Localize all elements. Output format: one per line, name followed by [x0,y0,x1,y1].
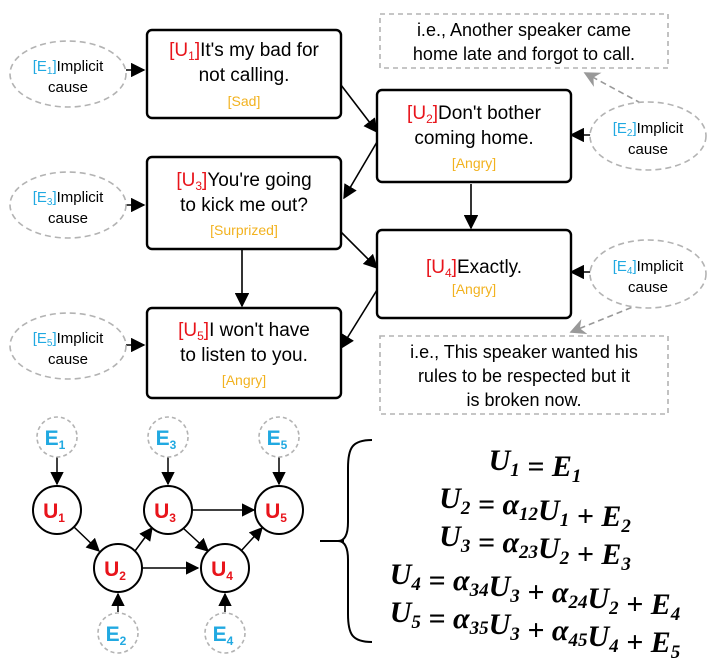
causal-graph: E1 E3 E5 E2 E4 U1 U2 U3 [32,416,304,654]
cause-label-line2: cause [48,351,88,368]
graph-node-u3: U3 [143,485,193,535]
edge-u1-u2 [340,84,378,134]
note-line: rules to be respected but it [418,366,630,386]
graph-node-e2: E2 [97,612,139,654]
edge-u2-u3 [343,141,378,200]
emotion-label: [Angry] [452,281,496,297]
graph-node-e1: E1 [36,416,78,458]
graph-node-u5: U5 [254,485,304,535]
cause-label: [E2]Implicit [613,120,684,139]
emotion-label: [Surprized] [210,222,278,238]
utterance-u3: [U3]You're going to kick me out? [Surpri… [145,155,343,251]
note-top: i.e., Another speaker came home late and… [379,13,669,69]
utterance-u2: [U2]Don't bother coming home. [Angry] [375,88,573,184]
svg-text:U1: U1 [43,500,65,525]
svg-text:U3: U3 [154,500,176,525]
g-edge-u3-u4 [182,527,209,552]
g-edge-u1-u2 [73,526,100,552]
note-line: i.e., Another speaker came [417,20,631,40]
cause-label: [E1]Implicit [33,58,104,77]
utterance-edges [234,84,479,350]
g-edge-u2-u3 [134,526,153,552]
utterance-text-line2: to kick me out? [180,195,308,216]
cause-label: [E3]Implicit [33,189,104,208]
graph-node-u4: U4 [200,543,250,593]
utterance-u4: [U4]Exactly. [Angry] [375,228,573,320]
svg-text:E2: E2 [106,623,127,648]
edge-u3-u4 [340,231,379,270]
utterance-text-line2: not calling. [199,65,290,86]
graph-node-u1: U1 [32,485,82,535]
note-line: home late and forgot to call. [413,44,635,64]
svg-text:E1: E1 [45,427,66,452]
cause-label: [E4]Implicit [613,258,684,277]
cause-label-line2: cause [48,210,88,227]
utterance-text: [U3]You're going [176,170,311,193]
note-line: is broken now. [466,390,581,410]
equation-line: U3 = α23U2 + E3 [439,520,631,575]
utterance-u1: [U1]It's my bad for not calling. [Sad] [145,28,343,120]
svg-text:U5: U5 [265,500,287,525]
note-bottom: i.e., This speaker wanted his rules to b… [379,335,669,415]
implicit-cause-e5: [E5]Implicit cause [9,312,127,380]
edge-u4-u5 [340,289,378,350]
utterance-text-line2: to listen to you. [180,345,308,366]
cause-label-line2: cause [48,79,88,96]
equation-line: U5 = α35U3 + α45U4 + E5 [390,596,681,663]
emotion-label: [Sad] [228,93,261,109]
equation-line: U2 = α12U1 + E2 [439,482,631,537]
implicit-cause-e2: [E2]Implicit cause [589,101,707,171]
graph-node-e4: E4 [204,612,246,654]
graph-node-e3: E3 [147,416,189,458]
svg-text:U2: U2 [104,558,126,583]
equation-line: U1 = E1 [489,444,582,487]
implicit-cause-e3: [E3]Implicit cause [9,171,127,239]
graph-node-e5: E5 [258,416,300,458]
utterance-u5: [U5]I won't have to listen to you. [Angr… [145,306,343,400]
cause-label-line2: cause [628,279,668,296]
equation-line: U4 = α34U3 + α24U2 + E4 [390,558,681,625]
emotion-label: [Angry] [222,372,266,388]
equation-brace [337,439,373,643]
svg-text:U4: U4 [211,558,233,583]
utterance-text-line2: coming home. [414,128,533,149]
svg-text:E5: E5 [267,427,288,452]
emotion-label: [Angry] [452,155,496,171]
implicit-cause-e1: [E1]Implicit cause [9,40,127,108]
cause-label: [E5]Implicit [33,330,104,349]
svg-text:E4: E4 [213,623,234,648]
note-line: i.e., This speaker wanted his [410,342,638,362]
g-edge-u4-u5 [240,527,263,552]
utterance-text: [U4]Exactly. [426,257,522,280]
implicit-cause-e4: [E4]Implicit cause [589,239,707,309]
cause-label-line2: cause [628,141,668,158]
graph-node-u2: U2 [93,543,143,593]
svg-text:E3: E3 [156,427,177,452]
